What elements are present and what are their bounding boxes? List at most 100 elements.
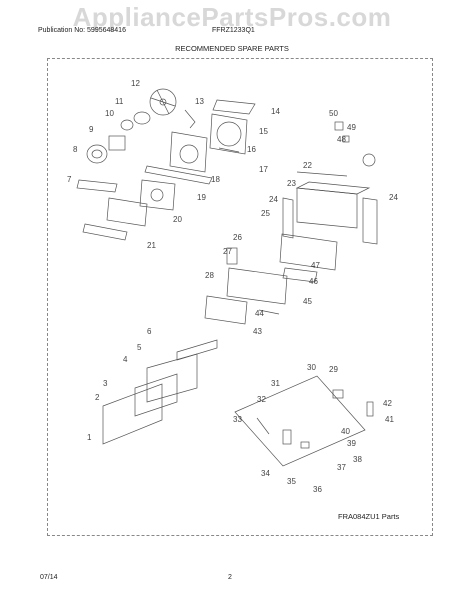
- callout-41: 41: [385, 415, 394, 424]
- part-thermistor: [366, 401, 374, 417]
- callout-32: 32: [257, 395, 266, 404]
- part-side-panel-left: [282, 197, 294, 239]
- callout-35: 35: [287, 477, 296, 486]
- part-top-grille: [212, 99, 256, 115]
- callout-13: 13: [195, 97, 204, 106]
- callout-8: 8: [73, 145, 78, 154]
- callout-39: 39: [347, 439, 356, 448]
- watermark: AppliancePartsPros.com: [72, 2, 392, 32]
- callout-4: 4: [123, 355, 128, 364]
- callout-49: 49: [347, 123, 356, 132]
- callout-48: 48: [337, 135, 346, 144]
- callout-3: 3: [103, 379, 108, 388]
- callout-25: 25: [261, 209, 270, 218]
- callout-42: 42: [383, 399, 392, 408]
- callout-44: 44: [255, 309, 264, 318]
- callout-1: 1: [87, 433, 92, 442]
- callout-5: 5: [137, 343, 142, 352]
- callout-37: 37: [337, 463, 346, 472]
- diagram-frame: [47, 58, 433, 536]
- callout-18: 18: [211, 175, 220, 184]
- part-shroud-ring: [216, 121, 242, 147]
- callout-50: 50: [329, 109, 338, 118]
- callout-11: 11: [115, 97, 124, 106]
- part-scroll: [139, 179, 176, 211]
- part-switch: [334, 121, 344, 131]
- callout-28: 28: [205, 271, 214, 280]
- callout-36: 36: [313, 485, 322, 494]
- callout-40: 40: [341, 427, 350, 436]
- callout-15: 15: [259, 127, 268, 136]
- callout-16: 16: [247, 145, 256, 154]
- callout-34: 34: [261, 469, 270, 478]
- callout-46: 46: [309, 277, 318, 286]
- callout-17: 17: [259, 165, 268, 174]
- callout-22: 22: [303, 161, 312, 170]
- part-front-grille: [102, 383, 163, 445]
- callout-10: 10: [105, 109, 114, 118]
- part-side-panel-right: [362, 197, 378, 245]
- part-bracket: [108, 135, 126, 151]
- callout-23: 23: [287, 179, 296, 188]
- part-housing-ring: [179, 144, 199, 164]
- callout-6: 6: [147, 327, 152, 336]
- part-compressor: [226, 247, 238, 265]
- part-filter: [134, 373, 178, 417]
- part-tube: [258, 309, 280, 315]
- part-evaporator: [204, 295, 248, 325]
- callout-2: 2: [95, 393, 100, 402]
- callout-45: 45: [303, 297, 312, 306]
- callout-29: 29: [329, 365, 338, 374]
- part-badge: [176, 339, 218, 361]
- parts-label: FRA084ZU1 Parts: [338, 512, 400, 521]
- callout-26: 26: [233, 233, 242, 242]
- part-capacitor: [362, 153, 376, 167]
- part-cord: [256, 417, 270, 435]
- footer-page-number: 2: [228, 574, 232, 581]
- part-drip-tray: [82, 223, 128, 241]
- part-coil-bracket: [282, 267, 318, 283]
- part-clip: [184, 109, 196, 129]
- part-fan-blade: [149, 88, 177, 116]
- part-front-panel: [146, 353, 198, 403]
- callout-9: 9: [89, 125, 94, 134]
- callout-30: 30: [307, 363, 316, 372]
- part-scroll-ring: [150, 188, 164, 202]
- model-number: FFRZ1233Q1: [212, 27, 255, 34]
- part-motor: [120, 111, 151, 131]
- footer-date: 07/14: [40, 574, 58, 581]
- part-base-pan: [226, 267, 288, 305]
- callout-24: 24: [269, 195, 278, 204]
- callout-14: 14: [271, 107, 280, 116]
- publication-number: Publication No: 5995648416: [38, 27, 126, 34]
- callout-20: 20: [173, 215, 182, 224]
- part-seal: [218, 147, 240, 153]
- part-relay: [332, 389, 344, 399]
- part-cabinet: [296, 187, 358, 229]
- part-pcb: [300, 441, 310, 449]
- callout-27: 27: [223, 247, 232, 256]
- callout-33: 33: [233, 415, 242, 424]
- callout-19: 19: [197, 193, 206, 202]
- part-remote: [282, 429, 292, 445]
- part-shroud: [209, 113, 248, 155]
- part-control-panel: [234, 375, 366, 467]
- callout-12: 12: [131, 79, 140, 88]
- part-rail: [76, 179, 118, 193]
- callout-47: 47: [311, 261, 320, 270]
- part-knob: [342, 135, 350, 143]
- part-blower-housing: [169, 131, 208, 173]
- callout-7: 7: [67, 175, 72, 184]
- callout-31: 31: [271, 379, 280, 388]
- callout-38: 38: [353, 455, 362, 464]
- part-condenser-coil: [279, 233, 338, 271]
- part-base-panel: [106, 197, 148, 227]
- part-strip: [144, 165, 213, 185]
- callout-43: 43: [253, 327, 262, 336]
- callout-21: 21: [147, 241, 156, 250]
- part-blower-wheel: [86, 144, 108, 164]
- part-cabinet-top: [295, 181, 371, 195]
- callout-24: 24: [389, 193, 398, 202]
